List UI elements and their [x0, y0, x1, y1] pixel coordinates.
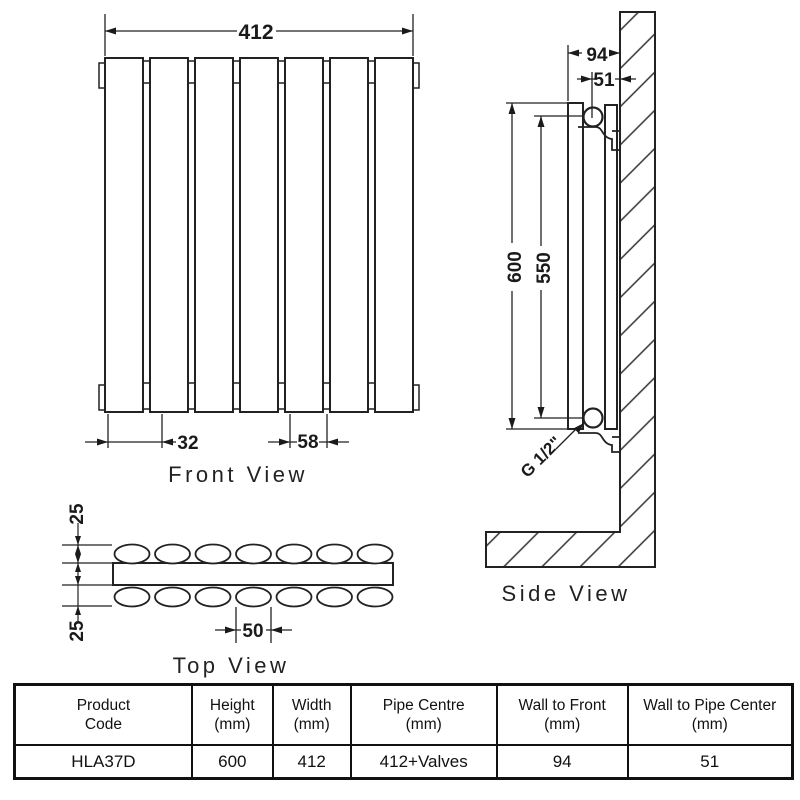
value-wall-to-pipe-center: 51 [626, 744, 794, 780]
top-pipe [582, 106, 604, 128]
value-wall-to-front: 94 [495, 744, 629, 780]
dim-50 [215, 607, 292, 643]
dim-32-label: 32 [177, 433, 198, 454]
col-wall-to-pipe-center: Wall to Pipe Center(mm) [626, 683, 794, 746]
col-pipe-centre: Pipe Centre(mm) [349, 683, 498, 746]
dim-550-label: 550 [534, 252, 555, 284]
side-view-drawing: 94 51 600 550 G 1/2" Side View [485, 11, 656, 606]
dim-94-label: 94 [586, 45, 608, 66]
col-wall-to-front: Wall to Front(mm) [495, 683, 629, 746]
bottom-pipe [582, 407, 604, 429]
dim-600-550 [506, 102, 584, 430]
dim-600-label: 600 [505, 251, 526, 283]
dim-58-label: 58 [297, 432, 318, 453]
front-view-label: Front View [168, 462, 308, 487]
dim-412 [104, 14, 414, 56]
dim-32-58 [85, 414, 349, 448]
front-view-drawing: 412 32 58 Front View [85, 14, 420, 487]
top-view-bar [112, 562, 394, 586]
wall-outline [485, 11, 656, 568]
dim-25-chain [62, 523, 112, 622]
dim-94-51 [567, 45, 636, 118]
wall-brackets [578, 126, 620, 453]
value-pipe-centre: 412+Valves [349, 744, 498, 780]
top-view-label: Top View [173, 653, 290, 678]
pipe-thread-leader [555, 423, 584, 450]
top-view-drawing: 25 25 50 Top View [62, 503, 394, 678]
spec-table-value-row: HLA37D 600 412 412+Valves 94 51 [13, 744, 794, 780]
col-height: Height(mm) [190, 683, 274, 746]
dim-50-label: 50 [242, 621, 263, 642]
radiator-panels [104, 57, 414, 413]
col-width: Width(mm) [271, 683, 352, 746]
value-height: 600 [190, 744, 274, 780]
side-view-label: Side View [502, 581, 631, 606]
value-width: 412 [271, 744, 352, 780]
dim-25-bottom-label: 25 [67, 620, 88, 642]
oval-columns-front-row [113, 543, 394, 565]
radiator-side-profile [567, 102, 618, 430]
dim-25-top-label: 25 [67, 503, 88, 525]
dim-51-label: 51 [593, 70, 615, 91]
wall-notch [486, 12, 620, 532]
dim-412-label: 412 [238, 21, 273, 44]
oval-columns-rear-row [113, 586, 394, 608]
value-product-code: HLA37D [13, 744, 193, 780]
panel-connectors [143, 60, 375, 410]
